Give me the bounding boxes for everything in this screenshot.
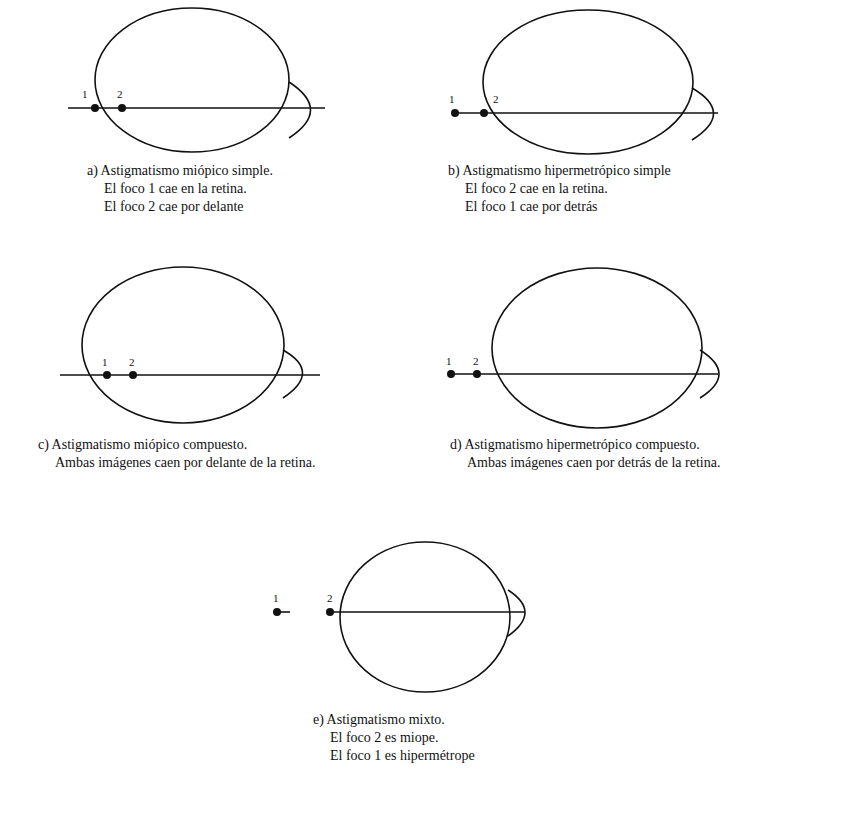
eyeball-outline: [95, 8, 289, 152]
caption-line: El foco 2 cae en la retina.: [465, 181, 608, 196]
focal-point: [103, 371, 111, 379]
focal-point: [326, 608, 334, 616]
caption-line: a) Astigmatismo miópico simple.: [87, 163, 273, 178]
focal-points: [91, 104, 488, 616]
focal-point: [118, 104, 126, 112]
focal-point: [480, 109, 488, 117]
callout-number: 2: [129, 356, 135, 368]
focal-point: [451, 109, 459, 117]
cornea: [692, 88, 714, 140]
callout-number: 1: [273, 592, 279, 604]
cornea: [283, 350, 303, 398]
callout-number: 2: [473, 355, 479, 367]
optical-axis: [68, 107, 325, 109]
caption-line: c) Astigmatismo miópico compuesto.: [38, 437, 247, 452]
optical-axis: [452, 112, 718, 114]
callout-number: 2: [327, 592, 333, 604]
focal-point: [273, 608, 281, 616]
optical-axis: [451, 373, 718, 375]
callout-number: 1: [102, 356, 108, 368]
caption-line: El foco 2 es miope.: [330, 730, 438, 745]
caption-line: El foco 2 cae por delante: [104, 199, 244, 214]
caption-line: Ambas imágenes caen por detrás de la ret…: [467, 455, 720, 470]
callout-number: 1: [446, 355, 452, 367]
caption-line: El foco 1 cae en la retina.: [104, 181, 247, 196]
cornea: [508, 590, 525, 636]
optical-axis: [330, 611, 525, 613]
callout-number: 1: [82, 88, 88, 100]
callout-number: 2: [117, 88, 123, 100]
caption-line: d) Astigmatismo hipermetrópico compuesto…: [450, 437, 700, 452]
focal-point: [447, 370, 455, 378]
callout-number: 2: [493, 93, 499, 105]
caption-line: e) Astigmatismo mixto.: [313, 712, 445, 727]
caption-line: b) Astigmatismo hipermetrópico simple: [448, 163, 671, 178]
callout-number: 1: [449, 93, 455, 105]
eyeball-outline: [340, 542, 510, 692]
caption-line: El foco 1 cae por detrás: [465, 199, 598, 214]
cornea: [289, 82, 311, 138]
caption-line: Ambas imágenes caen por delante de la re…: [55, 455, 315, 470]
focal-point: [91, 104, 99, 112]
focal-point: [473, 370, 481, 378]
eyeball-outline: [483, 10, 693, 154]
optical-axis: [60, 374, 320, 376]
eyeball-outline: [492, 268, 702, 428]
focal-point: [129, 371, 137, 379]
eyeball-outline: [82, 267, 284, 423]
caption-line: El foco 1 es hipermétrope: [330, 748, 475, 763]
